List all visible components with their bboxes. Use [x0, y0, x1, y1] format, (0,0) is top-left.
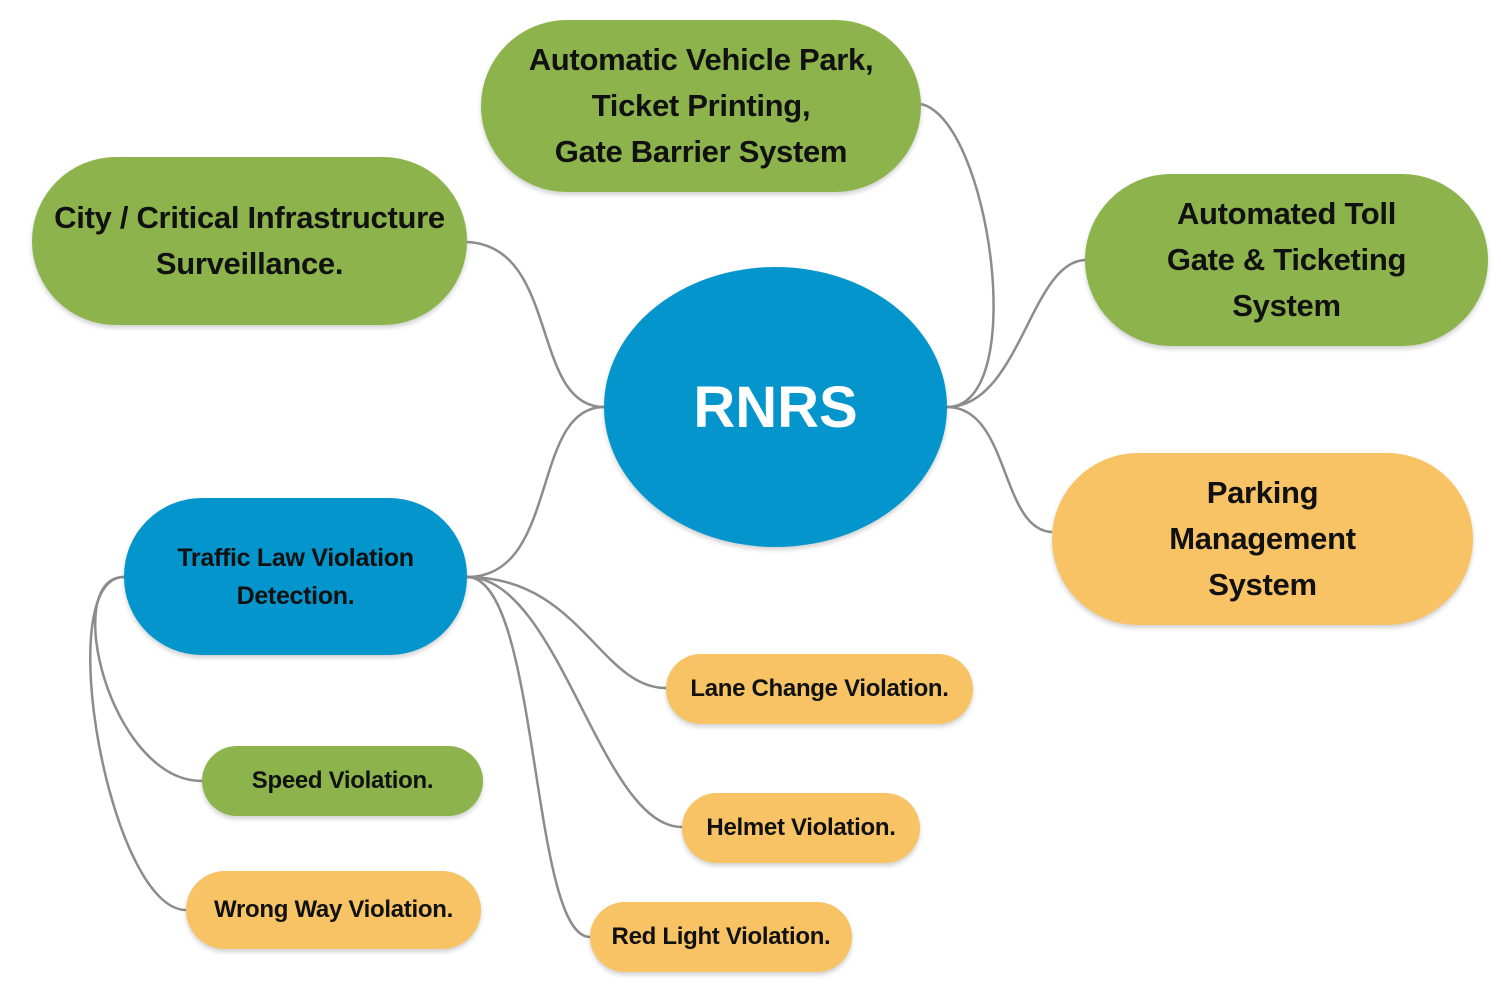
node-traffic-violation-label: Traffic Law Violation Detection.	[177, 543, 414, 610]
node-helmet-violation: Helmet Violation.	[682, 793, 920, 863]
connector-traffic-red-light	[466, 575, 591, 939]
connector-traffic-wrong-way	[89, 575, 187, 912]
connector-rnrs-city-surveillance	[466, 240, 605, 409]
node-lane-change-label: Lane Change Violation.	[690, 675, 949, 702]
node-wrong-way-violation: Wrong Way Violation.	[186, 871, 481, 949]
node-toll-gate-system: Automated Toll Gate & Ticketing System	[1085, 174, 1488, 346]
connector-rnrs-parking-gate	[920, 102, 995, 409]
node-red-light-label: Red Light Violation.	[611, 923, 831, 950]
node-city-surveillance-label: City / Critical Infrastructure Surveilla…	[54, 200, 445, 281]
node-speed-label: Speed Violation.	[251, 767, 434, 794]
node-parking-management-label: Parking Management System	[1169, 475, 1356, 602]
central-node-rnrs: RNRS	[604, 267, 947, 547]
node-parking-gate-label: Automatic Vehicle Park, Ticket Printing,…	[528, 42, 874, 169]
node-speed-violation: Speed Violation.	[202, 746, 483, 816]
connector-rnrs-traffic-violation	[466, 405, 605, 579]
node-toll-gate-label: Automated Toll Gate & Ticketing System	[1166, 196, 1407, 323]
node-traffic-violation-detection: Traffic Law Violation Detection.	[124, 498, 467, 655]
connector-rnrs-parking-management	[946, 405, 1053, 534]
node-city-surveillance: City / Critical Infrastructure Surveilla…	[32, 157, 467, 325]
central-node-label: RNRS	[693, 374, 858, 440]
connector-rnrs-toll-gate	[946, 258, 1086, 409]
node-parking-gate-system: Automatic Vehicle Park, Ticket Printing,…	[481, 20, 921, 192]
node-lane-change-violation: Lane Change Violation.	[666, 654, 973, 724]
node-parking-management-system: Parking Management System	[1052, 453, 1473, 625]
node-red-light-violation: Red Light Violation.	[590, 902, 852, 972]
connector-traffic-lane-change	[466, 575, 667, 690]
node-wrong-way-label: Wrong Way Violation.	[214, 896, 453, 923]
connector-traffic-helmet	[466, 575, 683, 829]
node-helmet-label: Helmet Violation.	[706, 814, 896, 841]
